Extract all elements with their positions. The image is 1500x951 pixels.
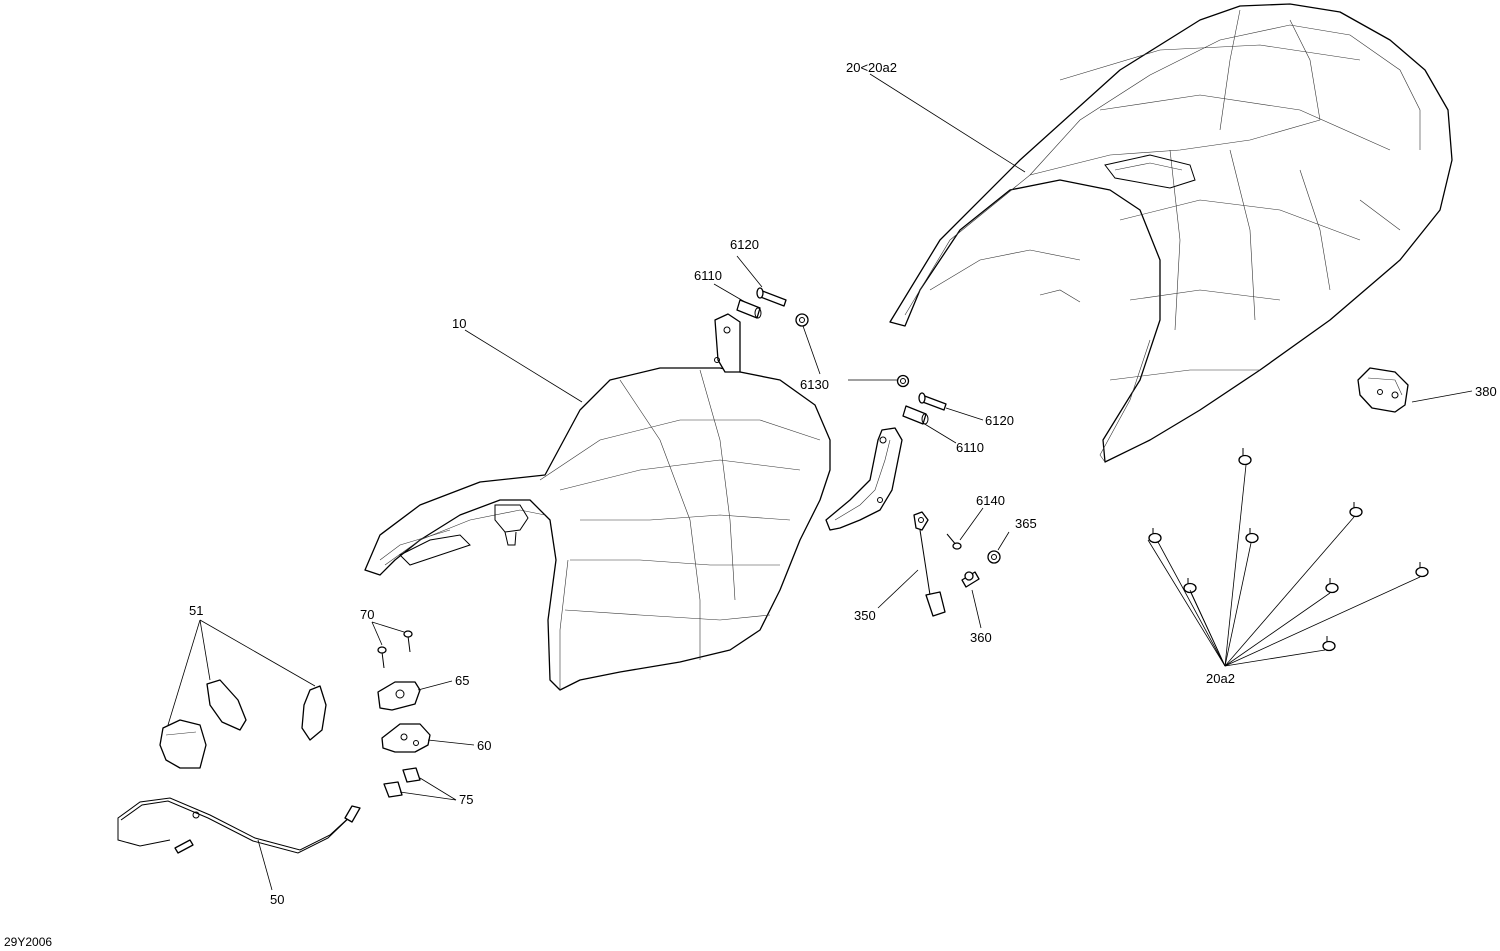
callout-51: 51 [189, 603, 203, 618]
bumpers-20a2 [1148, 448, 1429, 652]
bolt-6120-lower [918, 392, 947, 411]
bumper [1415, 562, 1429, 578]
callout-20a2: 20a2 [1206, 671, 1235, 686]
callout-50: 50 [270, 892, 284, 907]
callout-350: 350 [854, 608, 876, 623]
callout-60: 60 [477, 738, 491, 753]
callout-380: 380 [1475, 384, 1497, 399]
bumper [1183, 578, 1197, 594]
bushing-6110-upper [736, 299, 762, 319]
callout-365: 365 [1015, 516, 1037, 531]
clips-75 [383, 767, 421, 798]
callout-10: 10 [452, 316, 466, 331]
stud-360 [961, 571, 980, 588]
latch-60 [381, 723, 431, 753]
straps-51 [159, 679, 327, 769]
callout-6110-lower: 6110 [956, 440, 984, 455]
callout-6120-lower: 6120 [985, 413, 1014, 428]
bumper [1238, 448, 1252, 466]
bushing-6110-lower [902, 405, 929, 425]
callout-65: 65 [455, 673, 469, 688]
callout-labels: 20<20a2 10 6120 6110 6130 6120 6110 6140… [189, 60, 1497, 907]
seat-bracket-part [825, 427, 903, 531]
callout-360: 360 [970, 630, 992, 645]
rear-seat-part [889, 3, 1453, 463]
gas-strut-350 [913, 511, 946, 617]
latch-receiver-380 [1357, 367, 1409, 413]
front-seat-part [364, 313, 831, 691]
nut-365 [987, 550, 1001, 564]
callout-6130: 6130 [800, 377, 829, 392]
cable-50 [117, 797, 361, 854]
callout-70: 70 [360, 607, 374, 622]
bumper [1245, 528, 1259, 544]
bumper [1322, 636, 1336, 652]
callout-75: 75 [459, 792, 473, 807]
screws-70 [377, 630, 413, 669]
latch-cover-65 [377, 681, 421, 711]
leader-lines [167, 73, 1473, 891]
nut-6130-upper [795, 313, 809, 327]
drawing-number: 29Y2006 [4, 935, 52, 949]
callout-20: 20<20a2 [846, 60, 897, 75]
nut-6130-lower [896, 374, 910, 388]
callout-6120-upper: 6120 [730, 237, 759, 252]
callout-6140: 6140 [976, 493, 1005, 508]
bumper [1148, 528, 1162, 544]
screw-6140 [946, 533, 962, 550]
callout-6110-upper: 6110 [694, 268, 722, 283]
bolt-6120-upper [756, 287, 787, 307]
bumper [1349, 502, 1363, 518]
bumper [1325, 578, 1339, 594]
